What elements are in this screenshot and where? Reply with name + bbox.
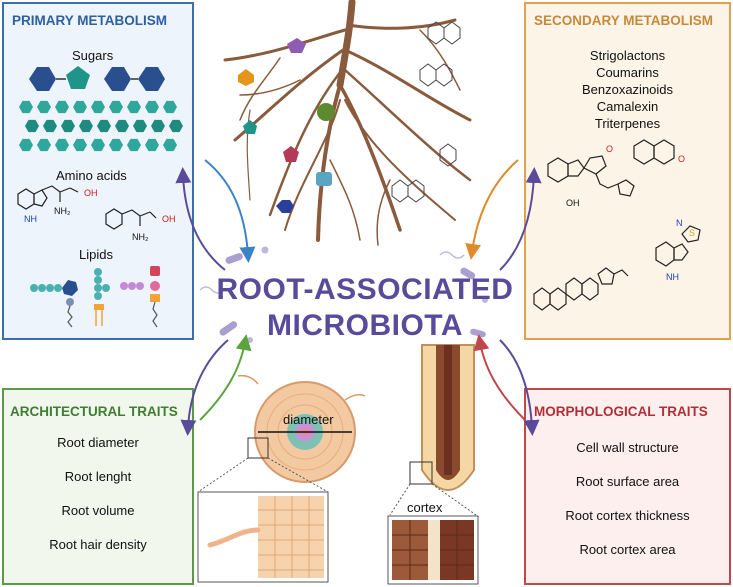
- morphological-trait-item: Cell wall structure: [576, 440, 679, 455]
- sugar-unit-hexagon: [151, 119, 165, 133]
- phenylalanine-structure: [105, 208, 157, 230]
- sugar-unit-hexagon: [127, 138, 141, 152]
- lipids-label: Lipids: [79, 247, 113, 262]
- morphological-trait-item: Root cortex thickness: [565, 508, 690, 523]
- sugars-label: Sugars: [72, 48, 114, 63]
- tissue-zoom-inset: [197, 491, 329, 583]
- secondary-metabolism-panel: SECONDARY METABOLISM Strigolactons Couma…: [524, 2, 731, 340]
- architectural-trait-item: Root volume: [61, 503, 135, 518]
- strigolactone-oh-label: OH: [566, 198, 580, 208]
- morphological-traits-title: MORPHOLOGICAL TRAITS: [534, 404, 708, 419]
- root-system: [223, 0, 472, 246]
- coumarin-structure: [633, 139, 675, 165]
- camalexin-nh-label: NH: [666, 272, 679, 282]
- root-exudates: [238, 38, 335, 213]
- root-cross-section: [197, 374, 366, 493]
- microbes: [199, 246, 488, 343]
- sugar-unit-hexagon: [145, 100, 159, 114]
- strigolactone-structure: [547, 155, 635, 197]
- interaction-arrows: [175, 159, 542, 436]
- tryptophan-structure: [17, 185, 79, 210]
- polysaccharide-chains: [19, 100, 183, 152]
- sugar-unit-hexagon: [169, 119, 183, 133]
- metabolite-item: Benzoxazinoids: [581, 82, 674, 97]
- architectural-trait-item: Root hair density: [49, 537, 147, 552]
- sugar-unit-hexagon: [37, 138, 51, 152]
- morphological-trait-item: Root surface area: [575, 474, 680, 489]
- sugar-monomers: [29, 66, 165, 91]
- primary-molecules-illustration: NH NH₂ OH NH₂ OH: [17, 66, 183, 328]
- tryptophan-oh-label: OH: [84, 188, 98, 198]
- sugar-unit-hexagon: [19, 100, 33, 114]
- primary-metabolism-title: PRIMARY METABOLISM: [12, 13, 167, 28]
- phenylalanine-oh-label: OH: [162, 214, 176, 224]
- secondary-metabolite-list: Strigolactons Coumarins Benzoxazinoids C…: [526, 47, 729, 132]
- center-title-line2: MICROBIOTA: [266, 309, 464, 342]
- camalexin-n-label: N: [676, 218, 683, 228]
- architectural-traits-title: ARCHITECTURAL TRAITS: [10, 404, 178, 419]
- morphological-traits-panel: MORPHOLOGICAL TRAITS Cell wall structure…: [524, 388, 731, 585]
- sugar-unit-hexagon: [91, 100, 105, 114]
- sugar-unit-hexagon: [61, 119, 75, 133]
- sugar-unit-hexagon: [55, 138, 69, 152]
- sugar-unit-hexagon: [109, 138, 123, 152]
- sugar-unit-hexagon: [127, 100, 141, 114]
- architectural-traits-panel: ARCHITECTURAL TRAITS Root diameter Root …: [2, 388, 194, 585]
- morphological-trait-item: Root cortex area: [579, 542, 676, 557]
- sugar-unit-hexagon: [25, 119, 39, 133]
- sugar-unit-hexagon: [91, 138, 105, 152]
- architectural-trait-item: Root lenght: [64, 469, 132, 484]
- tryptophan-nh-label: NH: [24, 214, 37, 224]
- root-tip-longitudinal: [389, 344, 477, 516]
- tryptophan-nh2-label: NH₂: [54, 206, 71, 216]
- sugar-unit-hexagon: [163, 100, 177, 114]
- sugar-unit-hexagon: [133, 119, 147, 133]
- sugar-unit-hexagon: [73, 138, 87, 152]
- cortex-label: cortex: [407, 500, 443, 515]
- camalexin-structure: [655, 225, 701, 267]
- sugar-unit-hexagon: [109, 100, 123, 114]
- secondary-metabolism-title: SECONDARY METABOLISM: [534, 13, 714, 28]
- camalexin-s-label: S: [689, 228, 695, 238]
- sugar-unit-hexagon: [79, 119, 93, 133]
- sugar-unit-hexagon: [55, 100, 69, 114]
- metabolite-item: Strigolactons: [589, 48, 666, 63]
- sugar-unit-hexagon: [43, 119, 57, 133]
- center-title-line1: ROOT-ASSOCIATED: [216, 273, 514, 306]
- sugar-unit-hexagon: [115, 119, 129, 133]
- root-chemical-structures: [391, 21, 461, 203]
- phenylalanine-nh2-label: NH₂: [132, 232, 149, 242]
- coumarin-o-label: O: [678, 154, 685, 164]
- sugar-unit-hexagon: [145, 138, 159, 152]
- amino-acids-label: Amino acids: [56, 168, 127, 183]
- sugar-unit-hexagon: [97, 119, 111, 133]
- sugar-unit-hexagon: [19, 138, 33, 152]
- secondary-molecules-illustration: OH O O S N NH: [533, 139, 701, 311]
- sugar-unit-hexagon: [163, 138, 177, 152]
- metabolite-item: Camalexin: [596, 99, 659, 114]
- triterpene-structure: [533, 267, 629, 311]
- diameter-label: diameter: [283, 412, 334, 427]
- strigolactone-o-label: O: [606, 144, 613, 154]
- metabolite-item: Triterpenes: [594, 116, 661, 131]
- lipid-molecules: [30, 266, 160, 328]
- sugar-unit-hexagon: [73, 100, 87, 114]
- metabolite-item: Coumarins: [596, 65, 659, 80]
- root-associated-microbiota-title: ROOT-ASSOCIATED MICROBIOTA: [205, 272, 525, 344]
- sugar-unit-hexagon: [37, 100, 51, 114]
- architectural-trait-item: Root diameter: [57, 435, 139, 450]
- cortex-zoom-inset: [387, 515, 479, 585]
- primary-metabolism-panel: PRIMARY METABOLISM Sugars Amino acids Li…: [2, 2, 194, 340]
